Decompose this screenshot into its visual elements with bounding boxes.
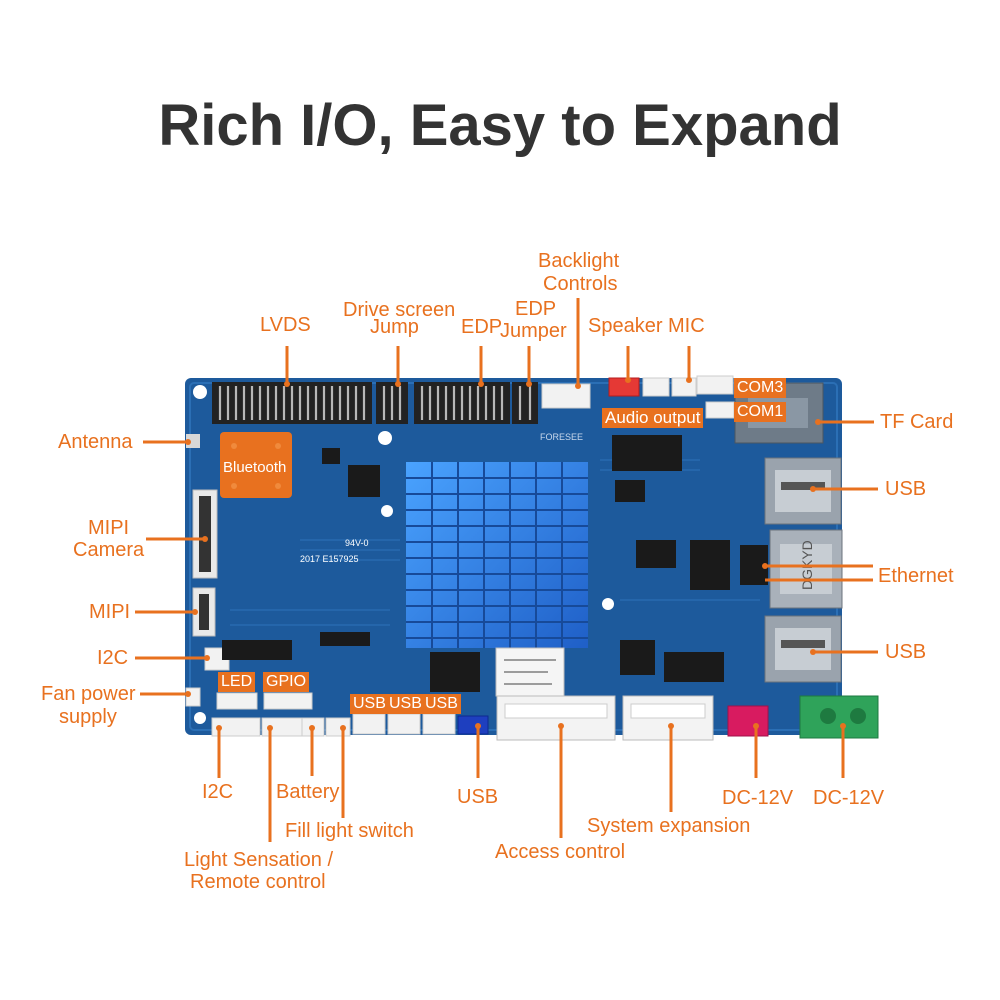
usb-blue-connector xyxy=(457,715,489,735)
usb-port-bottom xyxy=(764,615,842,683)
label-jump: Jump xyxy=(370,316,419,338)
led-connector xyxy=(216,692,258,710)
com3-tag: COM3 xyxy=(734,378,787,398)
label-i2c-bottom: I2C xyxy=(202,781,234,803)
page-title: Rich I/O, Easy to Expand xyxy=(158,93,842,158)
speaker-connector xyxy=(608,377,640,397)
label-drive-screen: Drive screen xyxy=(343,299,456,321)
label-dc12v-1: DC-12V xyxy=(722,787,794,809)
edp-header xyxy=(414,382,510,424)
ul-mark: 94V-0 xyxy=(345,538,369,548)
label-lvds: LVDS xyxy=(260,314,311,336)
label-mipi-camera-1: MIPI xyxy=(88,517,130,539)
label-usb-right-top: USB xyxy=(885,478,927,500)
label-i2c-left: I2C xyxy=(97,647,129,669)
jump-header xyxy=(376,382,408,424)
usb-header-3 xyxy=(422,713,456,735)
label-fan-1: Fan power xyxy=(41,683,136,705)
usb-port-top xyxy=(764,457,842,525)
gpio-connector xyxy=(263,692,313,710)
fan-connector xyxy=(185,687,201,707)
i2c-bottom-connector xyxy=(211,717,261,737)
usb-header-1 xyxy=(352,713,386,735)
fill-light-connector xyxy=(325,717,351,737)
lvds-header xyxy=(212,382,372,424)
bluetooth-module xyxy=(220,432,292,498)
label-light-sensation-1: Light Sensation / xyxy=(184,849,333,871)
label-edp-jumper-1: EDP xyxy=(515,298,557,320)
label-mipi-camera-2: Camera xyxy=(73,539,145,561)
audio-connector xyxy=(642,377,670,397)
usb-tag-2: USB xyxy=(386,694,425,714)
edp-jumper-header xyxy=(512,382,538,424)
label-mipi: MIPI xyxy=(89,601,131,623)
date-code: 2017 E157925 xyxy=(300,554,359,564)
label-dc12v-2: DC-12V xyxy=(813,787,885,809)
label-usb-bottom: USB xyxy=(457,786,499,808)
access-control-connector xyxy=(496,695,616,741)
com1-tag: COM1 xyxy=(734,402,787,422)
label-antenna: Antenna xyxy=(58,431,133,453)
label-backlight-2: Controls xyxy=(543,273,618,295)
label-system-expansion: System expansion xyxy=(587,815,751,837)
label-mic: MIC xyxy=(668,315,705,337)
gpio-tag: GPIO xyxy=(263,672,310,692)
usb-tag-1: USB xyxy=(350,694,389,714)
label-backlight-1: Backlight xyxy=(538,250,620,272)
usb-tag-3: USB xyxy=(422,694,461,714)
label-usb-right-bottom: USB xyxy=(885,641,927,663)
label-ethernet: Ethernet xyxy=(878,565,954,587)
bluetooth-tag: Bluetooth xyxy=(223,459,287,476)
label-fan-2: supply xyxy=(59,706,117,728)
dc-terminal-green xyxy=(799,695,879,739)
audio-output-tag: Audio output xyxy=(602,408,704,428)
led-tag: LED xyxy=(218,672,256,692)
label-speaker: Speaker xyxy=(588,315,663,337)
com3-connector xyxy=(696,375,734,395)
label-edp: EDP xyxy=(461,316,503,338)
label-tf-card: TF Card xyxy=(880,411,954,433)
backlight-connector xyxy=(541,383,591,409)
label-battery: Battery xyxy=(276,781,340,803)
com1-connector xyxy=(705,401,735,419)
ethernet-jack: DGKYD xyxy=(769,529,843,609)
label-edp-jumper-2: Jumper xyxy=(500,320,567,342)
label-access-control: Access control xyxy=(495,841,626,863)
heatsink xyxy=(406,462,588,648)
usb-header-2 xyxy=(387,713,421,735)
heatsink-brand: FORESEE xyxy=(540,432,583,442)
system-expansion-connector xyxy=(622,695,714,741)
label-light-sensation-2: Remote control xyxy=(190,871,326,893)
mic-connector xyxy=(671,377,697,397)
dc-jack-red xyxy=(727,705,769,737)
label-fill-light: Fill light switch xyxy=(285,820,414,842)
